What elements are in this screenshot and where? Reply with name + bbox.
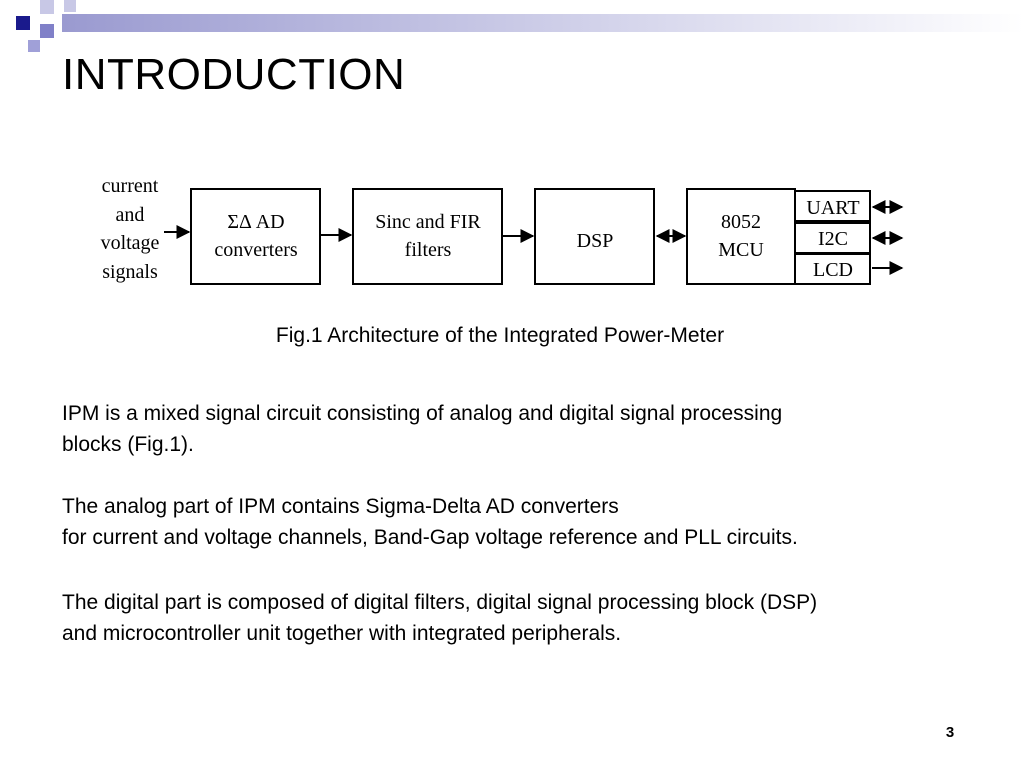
header-square-light2: [64, 0, 76, 12]
paragraph-3-line-2: and microcontroller unit together with i…: [62, 622, 622, 645]
header-decoration: [16, 0, 1024, 52]
dsp-label: DSP: [577, 230, 614, 252]
adc-block: [190, 188, 321, 285]
i2c-label: I2C: [818, 228, 848, 250]
filters-label-line-2: filters: [405, 239, 452, 261]
paragraph-3-line-1: The digital part is composed of digital …: [62, 591, 818, 614]
mcu-label-line-1: 8052: [721, 211, 761, 233]
paragraph-3: The digital part is composed of digital …: [62, 587, 1002, 649]
dsp-block: [534, 188, 655, 285]
filters-label-line-1: Sinc and FIR: [375, 211, 481, 233]
paragraph-1: IPM is a mixed signal circuit consisting…: [62, 398, 1002, 460]
architecture-diagram: current and voltage signals ΣΔ AD conver…: [101, 175, 904, 285]
mcu-label-line-2: MCU: [718, 239, 764, 261]
paragraph-2-line-1: The analog part of IPM contains Sigma-De…: [62, 495, 619, 518]
adc-label-line-2: converters: [214, 239, 298, 261]
adc-label-line-1: ΣΔ AD: [227, 211, 284, 233]
input-label-line-1: current: [102, 175, 159, 197]
uart-label: UART: [806, 197, 859, 219]
uart-block: [794, 190, 871, 222]
header-square-mid2: [28, 40, 40, 52]
paragraph-1-line-1: IPM is a mixed signal circuit consisting…: [62, 402, 783, 425]
header-square-light: [40, 0, 54, 14]
lcd-block: [794, 253, 871, 285]
header-square-mid: [40, 24, 54, 38]
header-square-dark: [16, 16, 30, 30]
page-number: 3: [945, 724, 955, 741]
filters-block: [352, 188, 503, 285]
paragraph-2-line-2: for current and voltage channels, Band-G…: [62, 526, 798, 549]
header-gradient-bar: [62, 14, 1024, 32]
paragraph-1-line-2: blocks (Fig.1).: [62, 433, 194, 456]
input-label-line-2: and: [116, 204, 145, 226]
lcd-label: LCD: [813, 259, 853, 281]
input-signals-label: current and voltage signals: [101, 175, 160, 283]
input-label-line-3: voltage: [101, 232, 160, 254]
mcu-block: [686, 188, 796, 285]
figure-caption: Fig.1 Architecture of the Integrated Pow…: [275, 324, 725, 347]
slide-title: INTRODUCTION: [62, 50, 406, 99]
paragraph-2: The analog part of IPM contains Sigma-De…: [62, 491, 1002, 553]
input-label-line-4: signals: [102, 261, 158, 283]
